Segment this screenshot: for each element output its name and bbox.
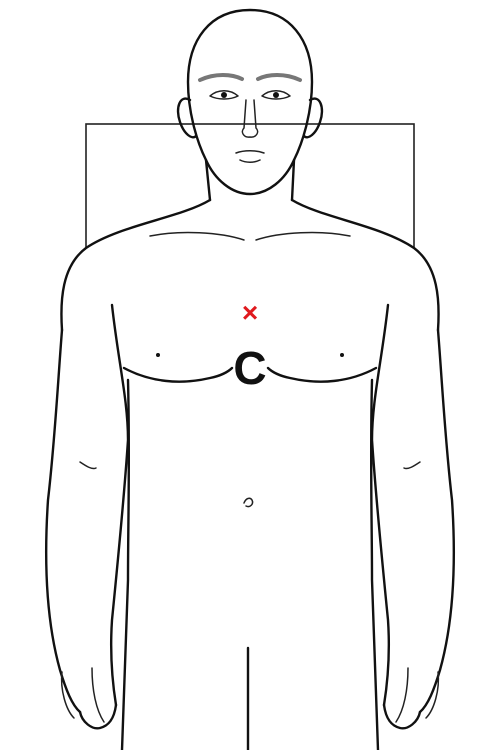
torso bbox=[44, 198, 456, 750]
neck bbox=[204, 158, 296, 202]
diagram-label: C bbox=[233, 342, 266, 394]
marker-x: × bbox=[242, 297, 258, 328]
hands bbox=[60, 667, 440, 730]
body-fill bbox=[46, 160, 454, 750]
head bbox=[176, 8, 324, 196]
